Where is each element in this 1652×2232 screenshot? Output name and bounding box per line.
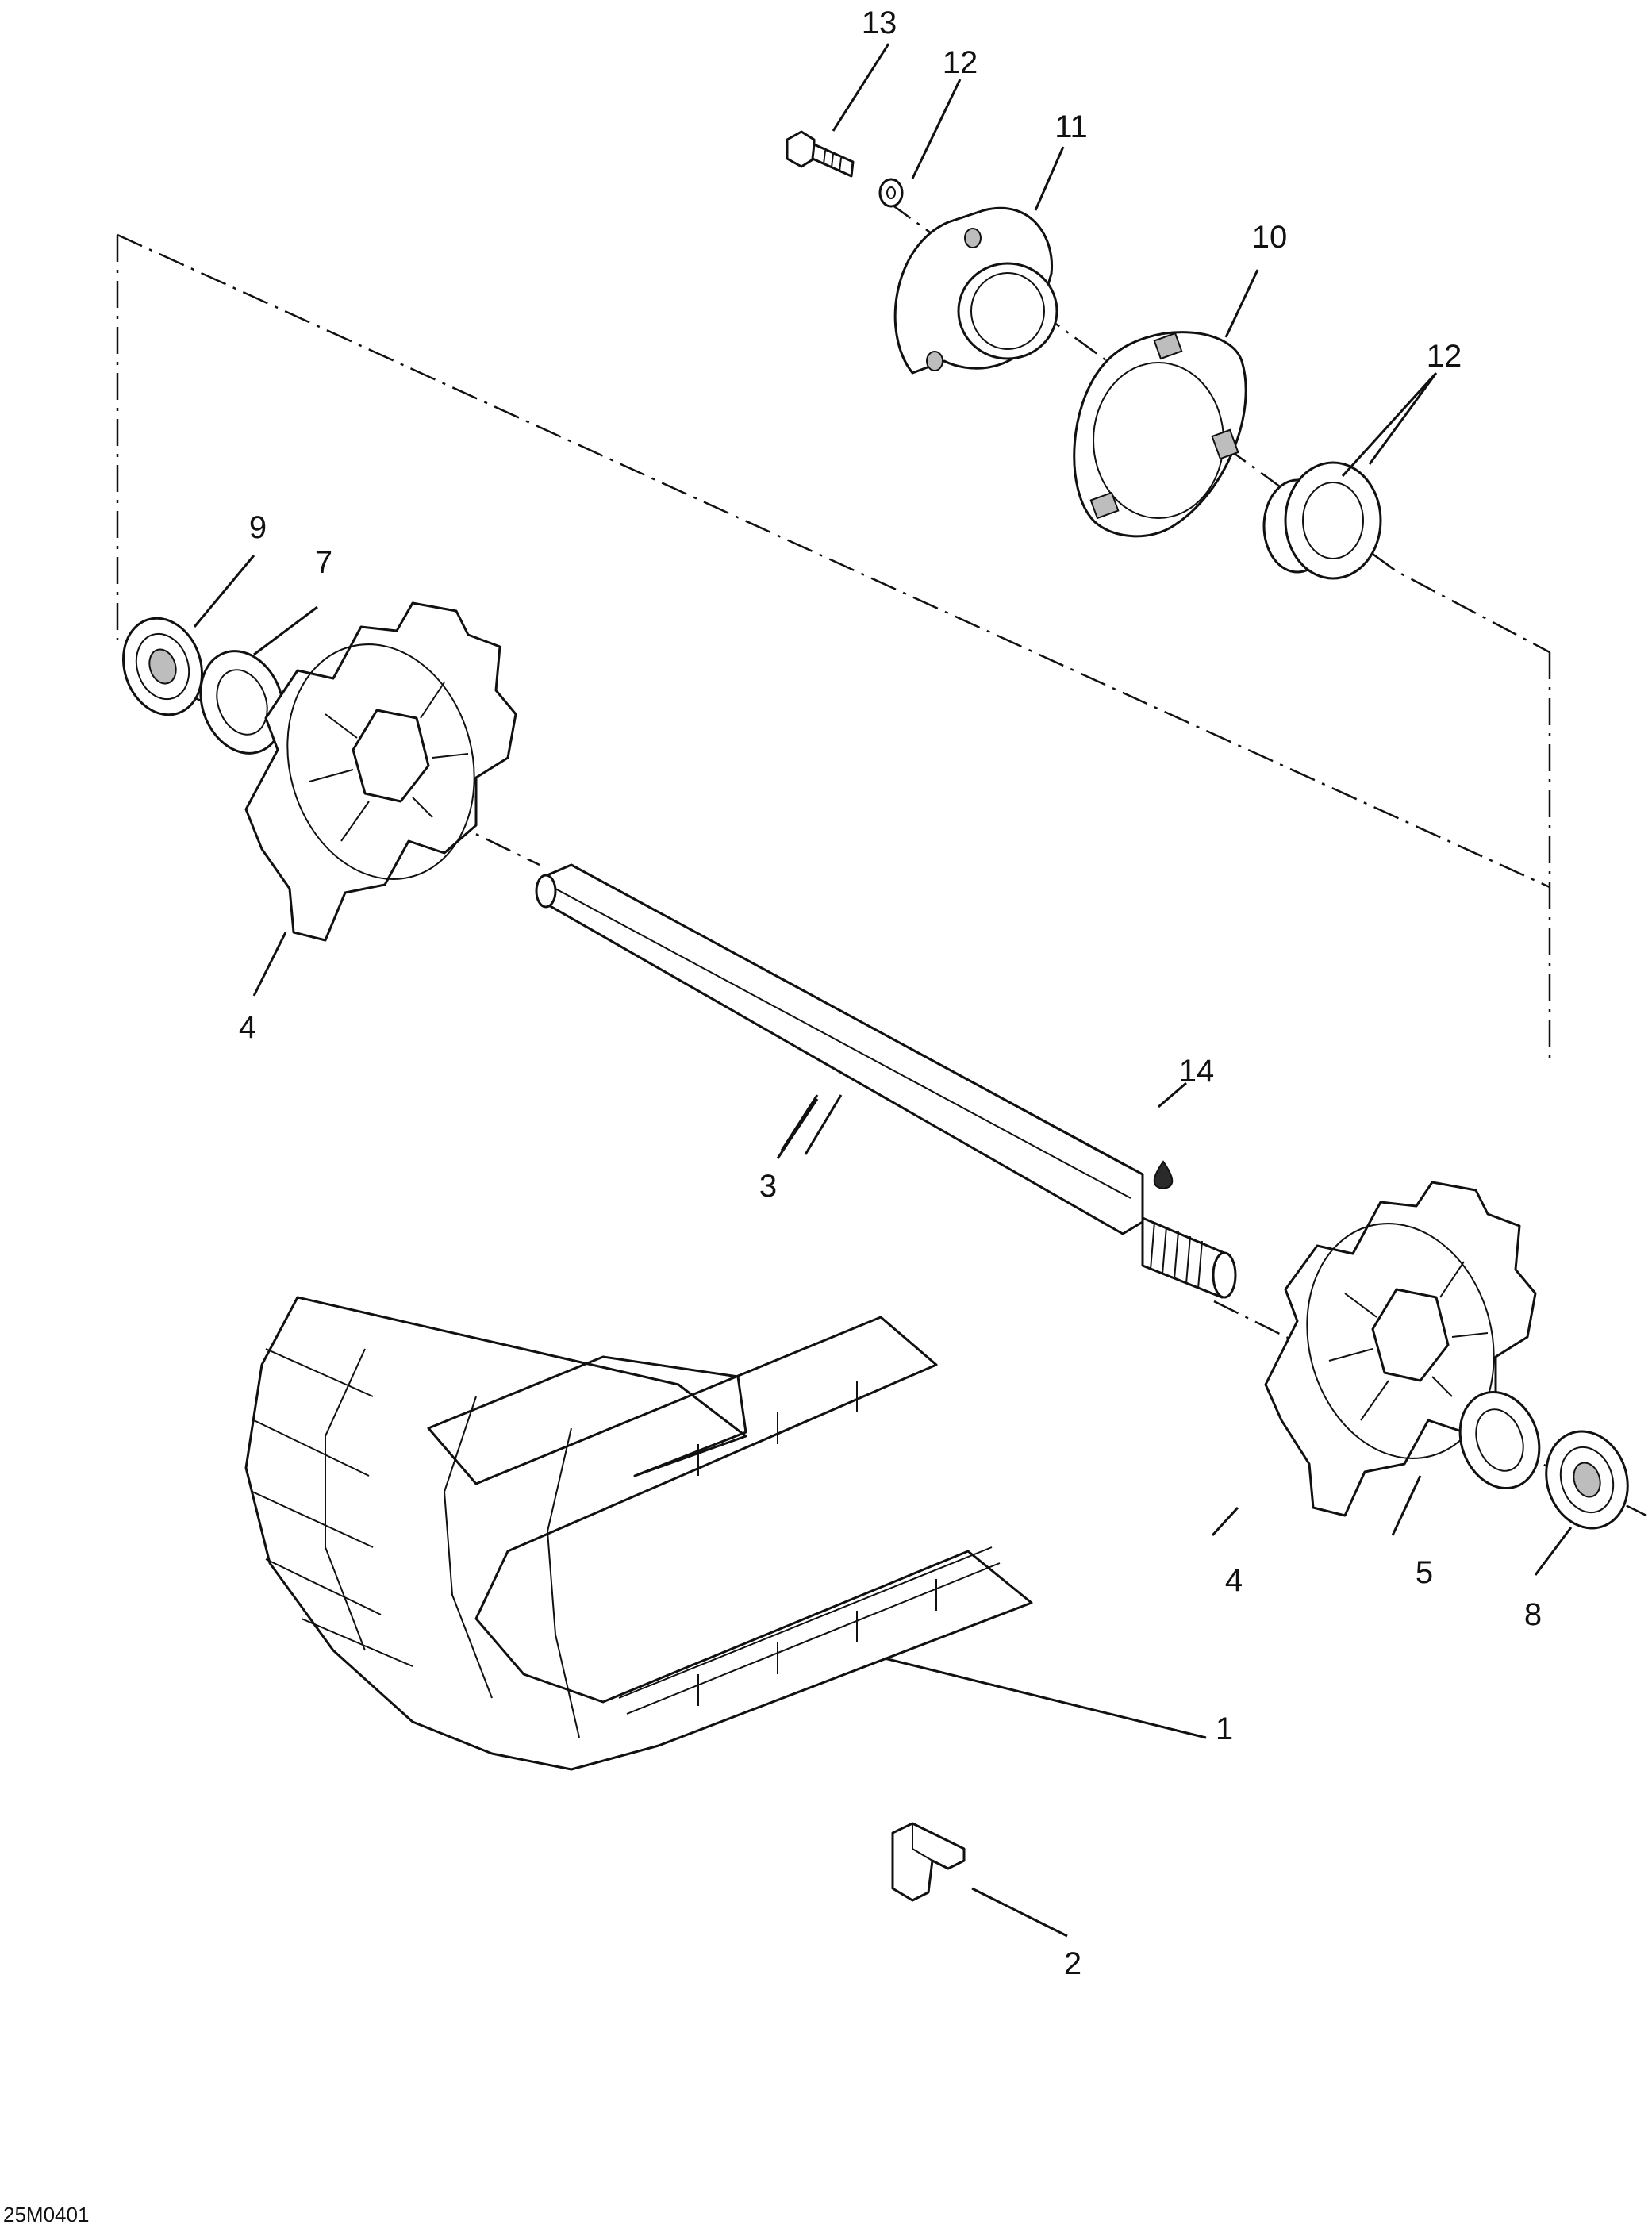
ball-bearing-left-part	[121, 617, 204, 716]
bushing-pair-part	[1262, 461, 1382, 580]
callout-13: 13	[862, 6, 897, 40]
thrust-washer-left-part	[199, 650, 285, 755]
ball-bearing-right-part	[1545, 1430, 1629, 1530]
callout-4-right: 4	[1225, 1563, 1243, 1598]
callout-14: 14	[1179, 1054, 1215, 1089]
track-part	[244, 1296, 1033, 1771]
callout-2: 2	[1064, 1946, 1081, 1981]
callout-9: 10	[1252, 220, 1288, 255]
sprocket-right-part	[1264, 1181, 1537, 1517]
lubricant-drop-icon	[1153, 1160, 1174, 1190]
callout-10: 11	[1055, 109, 1088, 144]
drive-axle-part	[535, 863, 1237, 1299]
retaining-plate-part	[1073, 331, 1247, 538]
callout-11: 12	[1427, 339, 1462, 374]
callout-6: 7	[315, 545, 332, 580]
callout-7: 8	[1524, 1597, 1542, 1632]
sprocket-left-part	[244, 601, 517, 942]
callout-4-left: 4	[239, 1010, 256, 1045]
callout-12: 12	[943, 45, 978, 80]
leader-lines	[193, 43, 1573, 1938]
callout-1: 1	[1216, 1711, 1233, 1746]
callout-3: 3	[759, 1169, 777, 1204]
bearing-housing-part	[893, 206, 1058, 375]
bolt-part	[786, 130, 855, 178]
lock-washer-part	[878, 178, 904, 208]
drawing-code: 25M0401	[3, 2203, 89, 2226]
thrust-washer-right-part	[1458, 1390, 1541, 1490]
callout-5: 5	[1416, 1555, 1433, 1590]
track-clip-part	[891, 1822, 966, 1902]
callout-labels: 13 12 11 10 12 9 7 4 14 3 4 5 8 1 2	[239, 6, 1542, 1981]
callout-8: 9	[249, 510, 267, 545]
